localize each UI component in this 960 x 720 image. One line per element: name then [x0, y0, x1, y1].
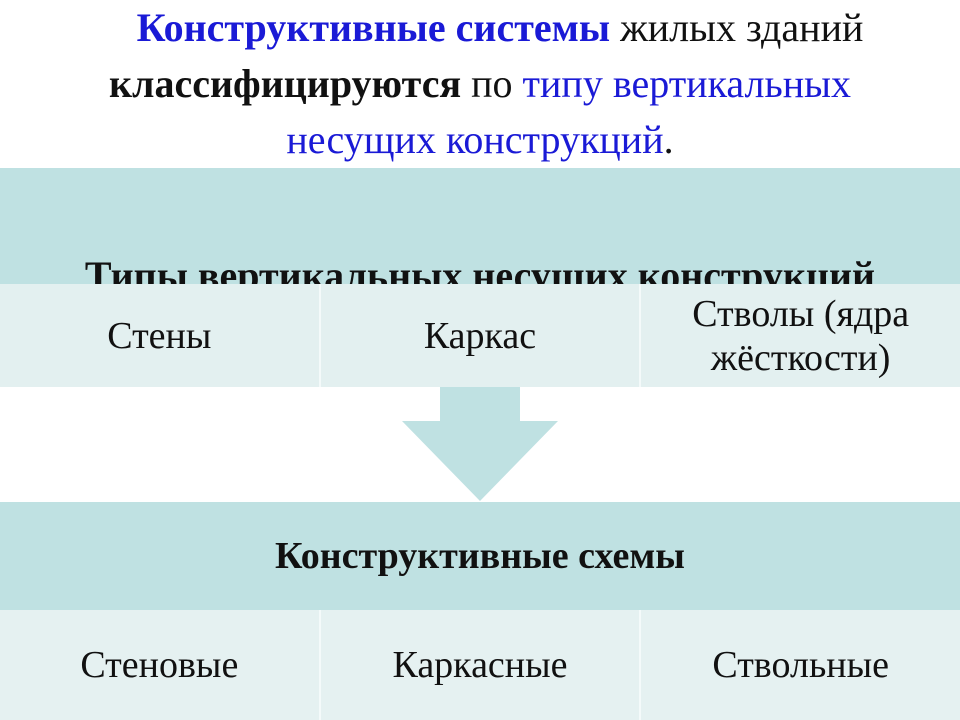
- title-structures-text: несущих конструкций: [286, 117, 664, 162]
- structural-schemes-row: Стеновые Каркасные Ствольные: [0, 610, 960, 720]
- title-line-3: несущих конструкций.: [0, 112, 960, 168]
- slide-title: Конструктивные системы жилых зданий клас…: [0, 0, 960, 168]
- down-arrow-icon: [402, 387, 558, 501]
- structural-schemes-header: Конструктивные схемы: [275, 535, 685, 577]
- cell-walls: Стены: [0, 284, 321, 387]
- vertical-structures-header: Типы вертикальных несущих конструкций: [84, 253, 876, 288]
- down-arrow-shape: [402, 387, 558, 501]
- title-classified-text: классифицируются: [108, 61, 462, 106]
- cell-frame: Каркас: [320, 284, 642, 387]
- title-period: .: [663, 117, 674, 162]
- title-line-2: классифицируются по типу вертикальных: [0, 56, 960, 112]
- cell-wall-schemes: Стеновые: [0, 610, 321, 720]
- cell-core-schemes: Ствольные: [641, 610, 960, 720]
- structural-schemes-header-box: Конструктивные схемы: [0, 502, 960, 610]
- title-line-1: Конструктивные системы жилых зданий: [0, 0, 960, 56]
- title-buildings-text: жилых зданий: [610, 5, 864, 50]
- vertical-structures-row: Стены Каркас Стволы (ядра жёсткости): [0, 284, 960, 387]
- cell-frame-schemes: Каркасные: [320, 610, 642, 720]
- title-system-text: Конструктивные системы: [136, 5, 611, 50]
- vertical-structures-header-box: Типы вертикальных несущих конструкций: [0, 168, 960, 288]
- title-by-text: по: [461, 61, 523, 106]
- cell-cores: Стволы (ядра жёсткости): [641, 284, 960, 387]
- title-type-text: типу вертикальных: [522, 61, 852, 106]
